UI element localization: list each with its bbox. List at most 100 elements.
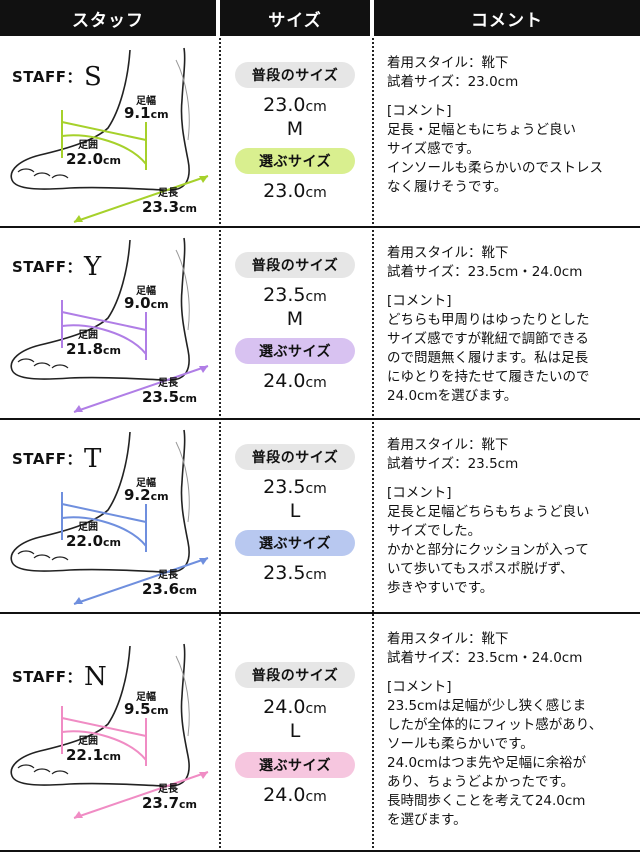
length-arrow: [73, 175, 209, 223]
measure-label: 足幅: [136, 692, 156, 703]
column-divider: [372, 38, 374, 852]
fitting-info: 着用スタイル：靴下試着サイズ：23.5cm・24.0cm: [387, 630, 637, 668]
toe-lines: [17, 168, 69, 179]
staff-letter: N: [83, 662, 108, 692]
header-staff: スタッフ: [0, 0, 216, 36]
measure-number: 23.5: [142, 388, 180, 406]
toe-lines: [17, 764, 69, 775]
measure-unit: cm: [179, 202, 197, 215]
trial-size: 試着サイズ：23.5cm・24.0cm: [387, 264, 583, 280]
comment-line: かかと部分にクッションが入って: [387, 542, 589, 558]
normal-size-value: 23.0cm: [220, 94, 370, 116]
foot-illustration: [10, 643, 209, 819]
measure-unit: cm: [103, 536, 121, 549]
girth-curve: [61, 324, 147, 355]
comment-line: サイズ感ですが靴紐で調節できる: [387, 331, 589, 347]
girth-curve: [61, 134, 147, 165]
arrow-head: [74, 215, 83, 222]
chosen-size-value: 23.0cm: [220, 180, 370, 202]
column-divider: [219, 38, 221, 852]
comment-line: サイズ感です。: [387, 141, 480, 157]
comment-line: どちらも甲周りはゆったりとした: [387, 312, 590, 328]
size-number: 23.5: [263, 562, 306, 584]
measure-number: 21.8: [66, 340, 104, 358]
width-line: [61, 311, 147, 331]
staff-name: STAFF：Y: [12, 252, 102, 282]
wear-style: 着用スタイル：靴下: [387, 245, 509, 261]
normal-size-badge: 普段のサイズ: [235, 444, 355, 470]
size-number: 24.0: [263, 784, 306, 806]
header-size: サイズ: [220, 0, 370, 36]
size-number: 24.0: [263, 696, 306, 718]
measure-unit: cm: [103, 154, 121, 167]
width-line: [61, 503, 147, 523]
normal-size-value: 24.0cm: [220, 696, 370, 718]
toe-lines: [17, 358, 69, 369]
comment-line: なく履けそうです。: [387, 179, 508, 195]
measure-label: 足幅: [136, 286, 156, 297]
normal-size-letter: L: [289, 500, 301, 522]
comment-block: [コメント]23.5cmは足幅が少し狭く感じましたが全体的にフィット感があり、ソ…: [387, 678, 637, 830]
leg-outline: [175, 59, 190, 141]
measure-value: 22.0cm: [66, 150, 121, 168]
measure-label: 足長: [158, 188, 178, 199]
girth-curve: [61, 730, 147, 761]
size-number: 23.0: [263, 94, 306, 116]
chosen-size-badge: 選ぶサイズ: [235, 148, 355, 174]
staff-name: STAFF：T: [12, 444, 102, 474]
comment-line: を選びます。: [387, 812, 467, 828]
comment-line: いて歩いてもスポスポ脱げず、: [387, 561, 574, 577]
length-arrow: [73, 365, 209, 413]
comment-line: にゆとりを持たせて履きたいので: [387, 369, 590, 385]
fitting-info: 着用スタイル：靴下試着サイズ：23.5cm・24.0cm: [387, 244, 637, 282]
normal-size-letter: M: [286, 118, 304, 140]
arrow-head: [199, 772, 208, 779]
leg-outline: [175, 249, 190, 331]
length-arrow: [73, 557, 209, 605]
staff-prefix: STAFF：: [12, 68, 82, 86]
measure-label: 足長: [158, 378, 178, 389]
normal-size-badge: 普段のサイズ: [235, 662, 355, 688]
staff-prefix: STAFF：: [12, 258, 82, 276]
toe-lines: [17, 550, 69, 561]
comment-block: [コメント]どちらも甲周りはゆったりとしたサイズ感ですが靴紐で調節できるので問題…: [387, 292, 637, 406]
measure-value: 22.1cm: [66, 746, 121, 764]
staff-letter: S: [83, 62, 103, 92]
row-divider: [0, 226, 640, 228]
wear-style: 着用スタイル：靴下: [387, 437, 509, 453]
comment-line: 24.0cmはつま先や足幅に余裕が: [387, 755, 587, 771]
foot-outline: [10, 643, 190, 787]
chosen-size-value: 24.0cm: [220, 784, 370, 806]
measure-number: 9.0: [124, 294, 151, 312]
measure-label: 足囲: [78, 140, 98, 151]
normal-size-badge: 普段のサイズ: [235, 252, 355, 278]
foot-illustration: [10, 237, 209, 413]
comment-line: 足長・足幅ともにちょうど良い: [387, 122, 576, 138]
wear-style: 着用スタイル：靴下: [387, 55, 509, 71]
measure-number: 9.2: [124, 486, 151, 504]
measure-unit: cm: [179, 798, 197, 811]
foot-illustration: [10, 429, 209, 605]
size-number: 24.0: [263, 370, 306, 392]
staff-letter: Y: [83, 252, 102, 282]
measure-label: 足囲: [78, 330, 98, 341]
measure-value: 23.3cm: [142, 198, 197, 216]
comment-line: 足長と足幅どちらもちょうど良い: [387, 504, 590, 520]
leg-outline: [175, 655, 190, 737]
normal-size-letter: M: [286, 308, 304, 330]
measure-unit: cm: [150, 704, 169, 717]
comment-heading: [コメント]: [387, 485, 452, 501]
measure-unit: cm: [179, 584, 197, 597]
measure-unit: cm: [150, 490, 169, 503]
chosen-size-badge: 選ぶサイズ: [235, 338, 355, 364]
size-unit: cm: [305, 481, 327, 497]
foot-outline: [10, 237, 190, 381]
measure-value: 23.6cm: [142, 580, 197, 598]
chosen-size-value: 24.0cm: [220, 370, 370, 392]
arrow-head: [199, 176, 208, 183]
comment-line: 長時間歩くことを考えて24.0cm: [387, 793, 586, 809]
staff-name: STAFF：S: [12, 62, 102, 92]
